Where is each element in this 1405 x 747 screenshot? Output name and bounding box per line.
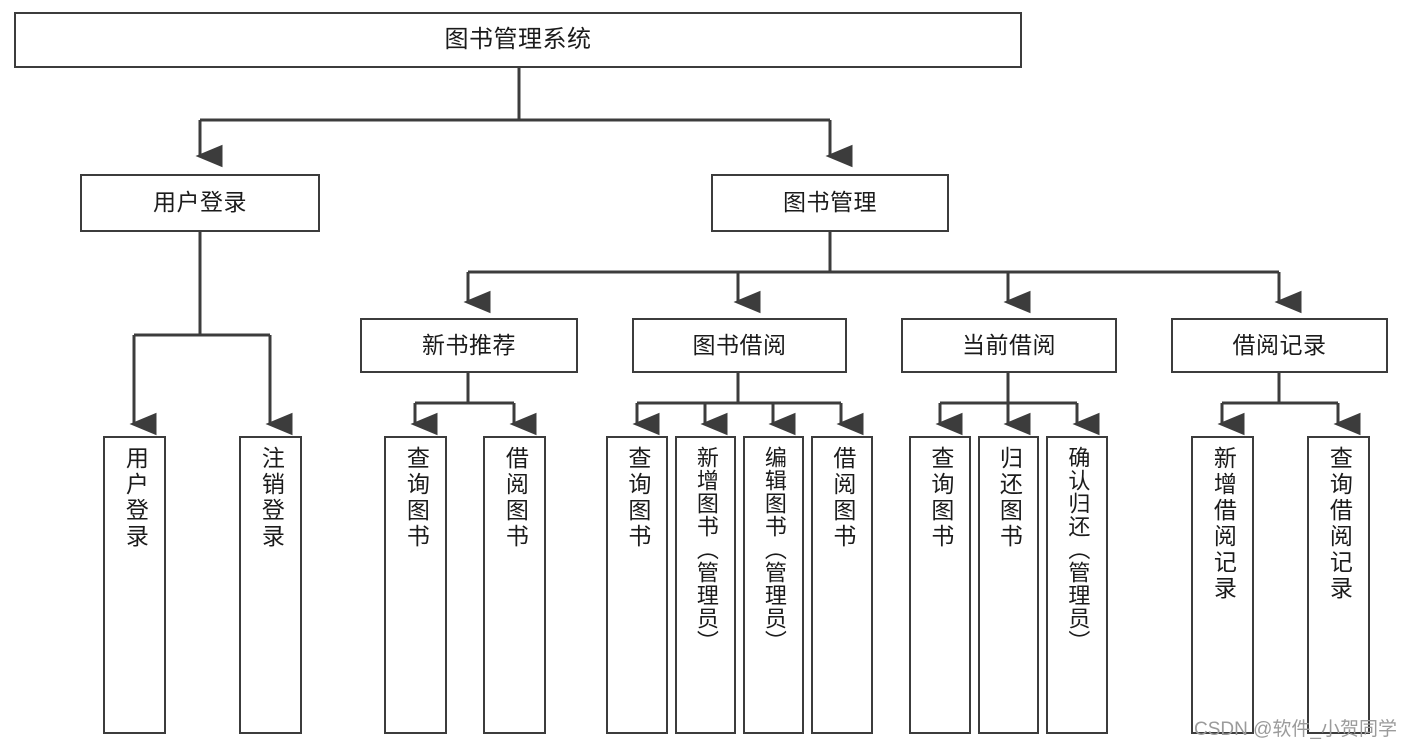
node-leaf-borrow-book[interactable]: 借阅图书	[811, 436, 873, 734]
node-label: 用户登录	[153, 189, 247, 216]
node-leaf-borrow-book-rec[interactable]: 借阅图书	[483, 436, 546, 734]
node-label: 注销登录	[258, 446, 285, 550]
node-label: 查询图书	[927, 446, 954, 550]
node-leaf-add-borrow-record[interactable]: 新增借阅记录	[1191, 436, 1254, 734]
node-leaf-return-book[interactable]: 归还图书	[978, 436, 1039, 734]
node-leaf-edit-book-admin[interactable]: 编辑图书（管理员）	[743, 436, 804, 734]
node-leaf-query-borrow-record[interactable]: 查询借阅记录	[1307, 436, 1370, 734]
node-leaf-confirm-return-admin[interactable]: 确认归还（管理员）	[1046, 436, 1108, 734]
node-new-book-recommendation[interactable]: 新书推荐	[360, 318, 578, 373]
node-label: 查询借阅记录	[1326, 446, 1353, 602]
node-label: 编辑图书（管理员）	[761, 446, 787, 653]
node-leaf-add-book-admin[interactable]: 新增图书（管理员）	[675, 436, 736, 734]
node-label: 借阅记录	[1232, 331, 1327, 358]
node-leaf-query-book-borrow[interactable]: 查询图书	[606, 436, 668, 734]
node-label: 查询图书	[624, 446, 651, 550]
node-leaf-query-book-current[interactable]: 查询图书	[909, 436, 971, 734]
node-label: 借阅图书	[829, 446, 856, 550]
node-book-management[interactable]: 图书管理	[711, 174, 949, 232]
node-label: 借阅图书	[502, 446, 529, 550]
node-label: 用户登录	[122, 446, 149, 550]
node-label: 新增借阅记录	[1210, 446, 1237, 602]
node-leaf-logout[interactable]: 注销登录	[239, 436, 302, 734]
node-label: 当前借阅	[962, 331, 1056, 358]
node-leaf-user-login[interactable]: 用户登录	[103, 436, 166, 734]
node-label: 查询图书	[403, 446, 430, 550]
node-label: 确认归还（管理员）	[1065, 446, 1091, 653]
node-label: 图书管理系统	[444, 25, 592, 53]
node-label: 图书借阅	[692, 331, 787, 358]
node-label: 新书推荐	[422, 331, 516, 358]
node-root-book-management-system[interactable]: 图书管理系统	[14, 12, 1022, 68]
node-label: 归还图书	[996, 446, 1023, 550]
node-label: 图书管理	[783, 189, 877, 216]
node-user-login[interactable]: 用户登录	[80, 174, 320, 232]
node-label: 新增图书（管理员）	[693, 446, 719, 653]
node-borrowing-record[interactable]: 借阅记录	[1171, 318, 1388, 373]
node-leaf-query-book-rec[interactable]: 查询图书	[384, 436, 447, 734]
watermark-text: CSDN @软件_小贺同学	[1194, 719, 1397, 740]
node-book-borrowing[interactable]: 图书借阅	[632, 318, 847, 373]
node-current-borrowing[interactable]: 当前借阅	[901, 318, 1117, 373]
